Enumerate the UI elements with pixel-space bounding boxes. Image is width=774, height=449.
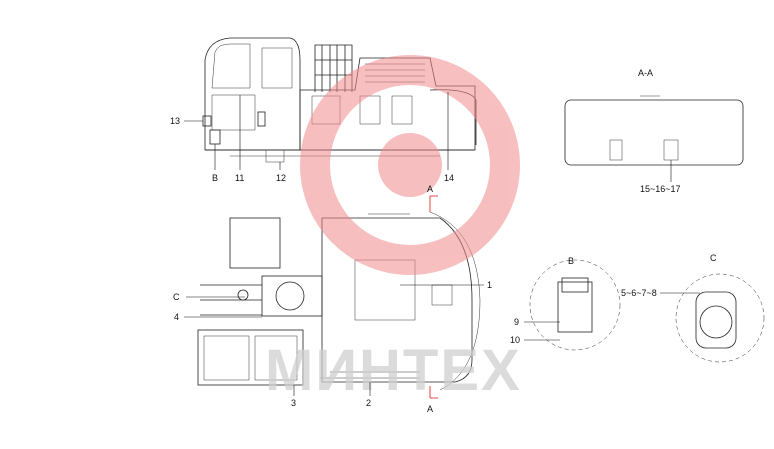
watermark-text: МИНТЕХ [265, 338, 522, 403]
tool-box [431, 284, 453, 306]
grille-2 [359, 95, 381, 125]
tank-block [229, 217, 281, 269]
cab-roof-panel [203, 335, 250, 381]
handrail [314, 44, 353, 92]
tank-section [564, 99, 744, 166]
fitting-1 [609, 139, 623, 161]
title-detail-c: C [710, 253, 717, 263]
callout-13: 13 [170, 116, 180, 126]
detail-c-circle [675, 273, 765, 363]
callout-4: 4 [174, 312, 179, 322]
section-line-top [429, 195, 438, 212]
slat-row [320, 213, 420, 379]
callout-10: 10 [510, 335, 520, 345]
cab-roof-panel-2 [254, 335, 298, 381]
title-detail-b: B [568, 256, 574, 266]
callout-12: 12 [276, 173, 286, 183]
top-view [197, 211, 481, 391]
boom [200, 284, 262, 316]
callout-9: 9 [514, 317, 519, 327]
labels: A-A B C 13 B 11 12 14 15~16~17 C 4 3 2 1… [170, 68, 717, 408]
callout-C: C [173, 292, 180, 302]
detail-c-view [675, 273, 765, 363]
grille-3 [391, 95, 413, 125]
cab-handle [257, 111, 266, 127]
callout-1: 1 [487, 280, 492, 290]
valve-cap [561, 277, 589, 293]
pin-housing [695, 291, 737, 349]
upper-frame-outline [321, 217, 473, 383]
boom-pin [237, 289, 249, 301]
leader-lines [184, 92, 700, 396]
swing-joint [275, 281, 305, 311]
section-aa-view [564, 95, 744, 166]
fitting-2 [663, 139, 679, 161]
callout-3: 3 [291, 398, 296, 408]
section-line-bottom [429, 386, 438, 399]
title-section-aa: A-A [638, 68, 653, 78]
callout-11: 11 [235, 173, 244, 183]
detail-b-circle [529, 259, 621, 351]
cab-top [197, 329, 304, 386]
callout-2: 2 [366, 398, 371, 408]
section-markers: A A [427, 184, 438, 414]
cab-door [211, 94, 256, 131]
boom-foot [261, 275, 323, 317]
section-mark-bottom: A [427, 404, 433, 414]
watermark-gear [300, 55, 520, 275]
cab-outline [204, 37, 301, 151]
tail-radius [429, 211, 481, 391]
callout-5-8: 5~6~7~8 [621, 288, 657, 298]
pin-boss [699, 305, 733, 339]
gear-hub [378, 133, 442, 197]
valve-body [557, 281, 593, 333]
cab-window-side [261, 47, 293, 89]
callout-14: 14 [444, 173, 454, 183]
section-mark-top: A [427, 184, 433, 194]
gear-ring [300, 55, 520, 275]
detail-b-view [529, 259, 621, 351]
component-B [209, 129, 221, 145]
callout-B: B [212, 173, 218, 183]
cab-window-front [211, 43, 251, 89]
component-13 [202, 115, 212, 127]
callout-15-17: 15~16~17 [640, 184, 681, 194]
bracket-12 [265, 149, 285, 163]
